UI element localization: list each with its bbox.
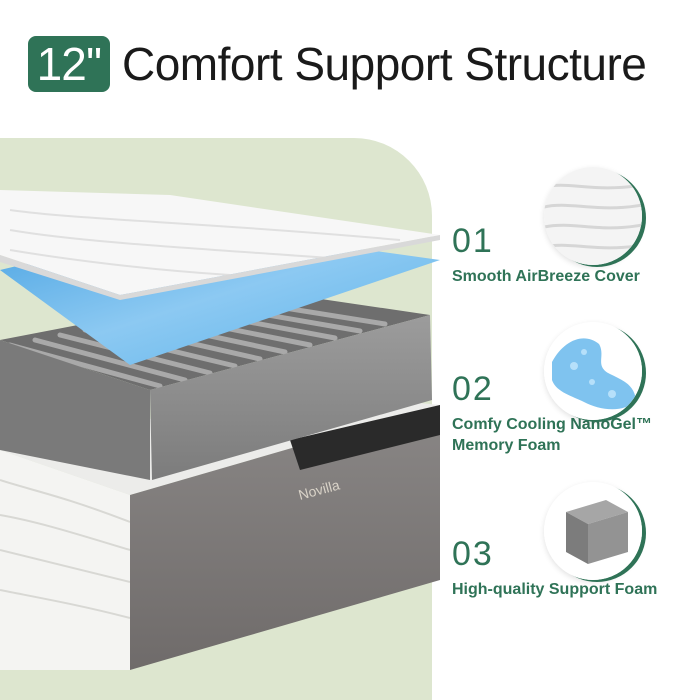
feature-label: High-quality Support Foam xyxy=(452,581,658,598)
feature-number: 02 xyxy=(452,370,494,408)
feature-label-line1: Comfy Cooling NanoGel™ xyxy=(452,416,652,433)
mattress-layers-illustration: Novilla xyxy=(0,190,440,670)
support-foam-block-icon xyxy=(544,482,642,580)
page-title: Comfort Support Structure xyxy=(122,38,647,90)
cover-layer xyxy=(0,190,440,300)
quilted-cover-swatch-icon xyxy=(544,167,642,265)
gel-foam-swatch-icon xyxy=(544,322,642,420)
feature-number: 03 xyxy=(452,535,494,573)
header: 12'' Comfort Support Structure xyxy=(28,34,647,94)
feature-label: Smooth AirBreeze Cover xyxy=(452,268,640,285)
feature-03: 03 High-quality Support Foam xyxy=(452,537,657,600)
feature-label: Comfy Cooling NanoGel™ Memory Foam xyxy=(452,414,652,456)
feature-02: 02 Comfy Cooling NanoGel™ Memory Foam xyxy=(452,372,652,456)
feature-number: 01 xyxy=(452,222,494,260)
feature-01: 01 Smooth AirBreeze Cover xyxy=(452,224,640,287)
size-badge: 12'' xyxy=(28,36,110,92)
feature-label-line2: Memory Foam xyxy=(452,437,561,454)
support-foam-layer xyxy=(0,290,432,480)
